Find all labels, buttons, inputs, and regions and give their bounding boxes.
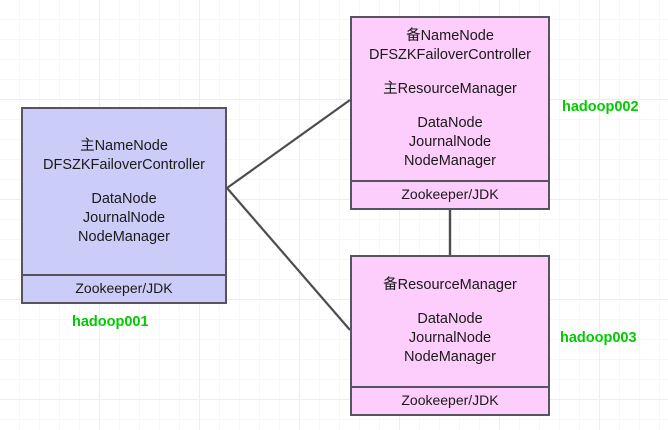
host-label-hadoop002: hadoop002	[562, 99, 639, 115]
node-hadoop001-footer: Zookeeper/JDK	[23, 274, 225, 302]
node-hadoop003-roles: 备ResourceManager DataNode JournalNode No…	[352, 257, 548, 386]
role-label: 主NameNode	[80, 137, 168, 154]
connector-hadoop001-hadoop003	[226, 187, 351, 331]
role-label: DataNode	[417, 115, 483, 131]
connector-hadoop001-hadoop002	[226, 99, 351, 189]
role-label: JournalNode	[408, 330, 492, 346]
node-hadoop003-footer: Zookeeper/JDK	[352, 386, 548, 414]
role-label: NodeManager	[404, 349, 496, 365]
role-group: DataNode JournalNode NodeManager	[404, 114, 496, 171]
node-hadoop001-roles: 主NameNode DFSZKFailoverController DataNo…	[23, 109, 225, 274]
role-label: NodeManager	[78, 228, 170, 245]
role-group: DataNode JournalNode NodeManager	[78, 190, 170, 247]
host-label-hadoop003: hadoop003	[560, 330, 637, 346]
role-label: 备ResourceManager	[383, 277, 517, 293]
node-hadoop002-footer: Zookeeper/JDK	[352, 180, 548, 208]
role-label: DataNode	[91, 190, 157, 207]
role-label: DataNode	[417, 311, 483, 327]
role-group: DataNode JournalNode NodeManager	[404, 310, 496, 367]
role-label: NodeManager	[404, 153, 496, 169]
role-group: 主NameNode DFSZKFailoverController	[43, 137, 205, 175]
role-label: DFSZKFailoverController	[43, 156, 205, 173]
role-label: JournalNode	[408, 134, 492, 150]
role-label: 备NameNode	[406, 28, 494, 44]
role-group: 主ResourceManager	[383, 80, 517, 99]
role-label: DFSZKFailoverController	[369, 47, 531, 63]
role-label: 主ResourceManager	[383, 81, 517, 97]
role-group: 备ResourceManager	[383, 276, 517, 295]
node-hadoop002-roles: 备NameNode DFSZKFailoverController 主Resou…	[352, 18, 548, 180]
node-hadoop003[interactable]: 备ResourceManager DataNode JournalNode No…	[350, 255, 550, 416]
role-group: 备NameNode DFSZKFailoverController	[369, 27, 531, 65]
host-label-hadoop001: hadoop001	[72, 314, 149, 330]
node-hadoop002[interactable]: 备NameNode DFSZKFailoverController 主Resou…	[350, 16, 550, 210]
role-label: JournalNode	[82, 209, 166, 226]
node-hadoop001[interactable]: 主NameNode DFSZKFailoverController DataNo…	[21, 107, 227, 304]
